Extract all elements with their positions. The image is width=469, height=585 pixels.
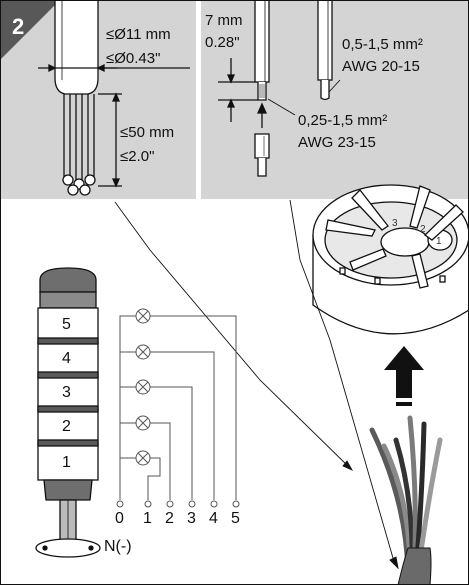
step-badge: 2 <box>12 14 25 39</box>
step-badge-shape <box>0 0 60 60</box>
tower-segment-label-5: 5 <box>62 316 71 333</box>
signal-tower <box>35 267 101 558</box>
terminal-label-5: 5 <box>231 510 240 527</box>
socket-number-1: 1 <box>436 236 442 247</box>
socket-number-3: 3 <box>392 218 398 229</box>
wiring-schematic <box>116 308 240 508</box>
cable-diameter-in-label: ≤Ø0.43" <box>106 50 161 67</box>
terminal-label-2: 2 <box>165 510 174 527</box>
cable-strip-in-label: ≤2.0" <box>120 148 155 165</box>
solid-wire-awg-label: AWG 20-15 <box>342 58 420 75</box>
terminal-label-0: 0 <box>115 510 124 527</box>
tower-segment-label-3: 3 <box>62 384 71 401</box>
terminal-label-4: 4 <box>209 510 218 527</box>
terminal-label-3: 3 <box>187 510 196 527</box>
cable-illustration <box>38 0 190 196</box>
socket-number-2: 2 <box>420 224 426 235</box>
tower-segment-label-1: 1 <box>62 454 71 471</box>
neutral-label: N(-) <box>104 538 132 555</box>
ferrule-wire-mm2-label: 0,25-1,5 mm² <box>298 112 388 129</box>
leader-lines <box>114 199 399 570</box>
wire-bundle <box>369 415 443 585</box>
tower-segment-label-4: 4 <box>62 350 71 367</box>
terminal-label-1: 1 <box>143 510 152 527</box>
insert-arrow <box>384 346 424 406</box>
wire-strip-in-label: 0.28" <box>205 34 240 51</box>
cable-strip-mm-label: ≤50 mm <box>120 124 175 141</box>
cable-diameter-mm-label: ≤Ø11 mm <box>106 26 171 43</box>
wire-illustration <box>218 0 341 177</box>
wire-strip-mm-label: 7 mm <box>205 12 243 29</box>
tower-segment-4 <box>37 341 99 377</box>
tower-segment-label-2: 2 <box>62 418 71 435</box>
ferrule-wire-awg-label: AWG 23-15 <box>298 134 376 151</box>
solid-wire-mm2-label: 0,5-1,5 mm² <box>342 36 423 53</box>
socket-base <box>312 184 469 335</box>
